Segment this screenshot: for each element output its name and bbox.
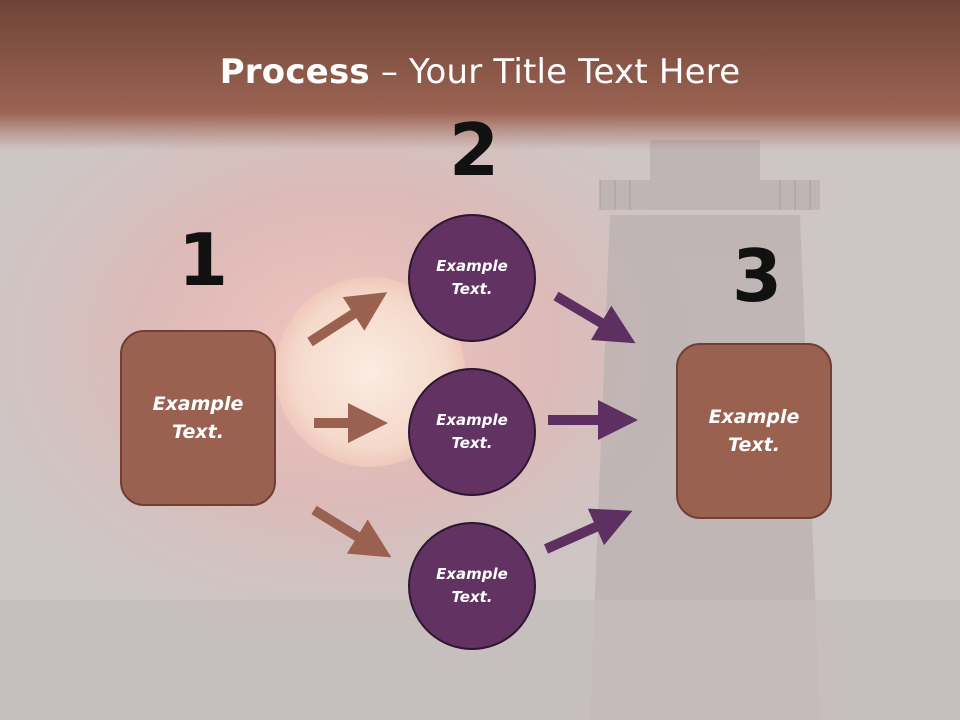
step-number-1: 1 <box>178 218 229 302</box>
circle-middle-text: Example Text. <box>436 410 508 452</box>
slide-title: Process – Your Title Text Here <box>0 52 960 92</box>
step-2-circle-middle: Example Text. <box>408 368 536 496</box>
title-bold: Process <box>219 52 370 92</box>
arrow-1-to-top <box>307 292 388 347</box>
step-3-text: Example Text. <box>708 405 800 457</box>
step-1-text: Example Text. <box>152 392 244 444</box>
step-3-box: Example Text. <box>676 343 832 519</box>
step-2-circle-top: Example Text. <box>408 214 536 342</box>
step-2-circle-bottom: Example Text. <box>408 522 536 650</box>
step-number-2: 2 <box>449 108 500 192</box>
circle-top-text: Example Text. <box>436 256 508 298</box>
title-rest: – Your Title Text Here <box>369 52 741 92</box>
circle-bottom-text: Example Text. <box>436 564 508 606</box>
step-number-3: 3 <box>732 234 783 318</box>
step-1-box: Example Text. <box>120 330 276 506</box>
arrow-bottom-to-3 <box>543 508 633 554</box>
arrow-top-to-3 <box>553 291 636 344</box>
arrow-1-to-bottom <box>311 505 392 558</box>
